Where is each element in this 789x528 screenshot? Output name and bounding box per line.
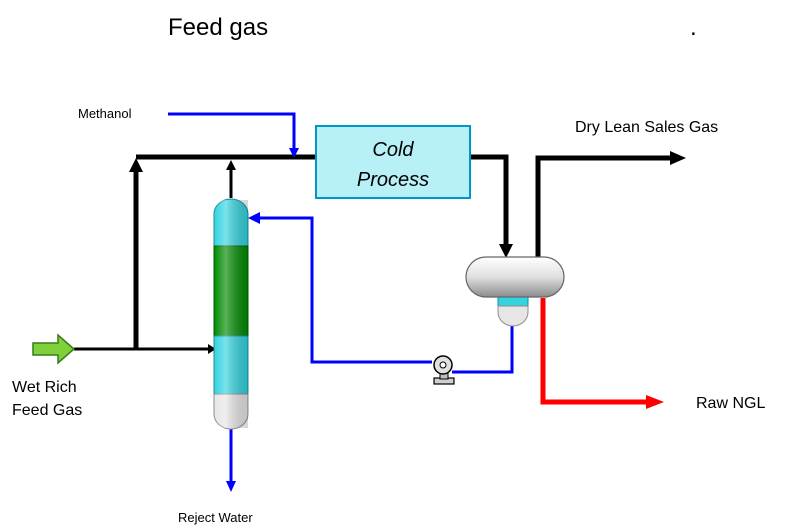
ngl-lines: [540, 298, 664, 409]
dehydration-column: [213, 198, 249, 430]
bypass-riser-arrowhead: [129, 158, 143, 172]
separator-inlet-arrowhead: [499, 244, 513, 258]
column-overhead-arrowhead: [226, 160, 236, 170]
column-inlet-arrowhead: [208, 344, 216, 354]
sales-gas-line: [535, 155, 672, 258]
caption-title: Feed gas: [168, 14, 269, 41]
three-phase-separator: [465, 256, 565, 327]
separator-drum: [465, 256, 565, 298]
cold-process-label-line2: Process: [357, 169, 429, 191]
column-shading: [214, 200, 248, 428]
reject-water-arrowhead: [226, 481, 236, 492]
cold-process-label-line1: Cold: [372, 139, 414, 161]
separator-boot-bottom: [497, 305, 529, 327]
methanol-lines: [168, 112, 514, 492]
methanol-injection-line: [168, 112, 296, 150]
pump-eye: [439, 361, 447, 369]
dry-lean-sales-gas-label: Dry Lean Sales Gas: [575, 119, 718, 136]
sales-gas-arrowhead: [670, 151, 686, 165]
methanol-label: Methanol: [78, 106, 132, 121]
figure-caption: Feed gas .: [0, 14, 789, 48]
feed-inlet-arrow: [32, 333, 76, 365]
cold-process-box: [315, 125, 471, 199]
raw-ngl-arrowhead: [646, 395, 664, 409]
raw-ngl-line: [540, 298, 648, 405]
wet-rich-feed-gas-label-line1: Wet Rich: [12, 379, 77, 396]
reject-water-label: Reject Water: [178, 510, 253, 525]
methanol-return-arrowhead: [248, 212, 260, 224]
gas-lines: [74, 151, 686, 354]
recycle-pump-icon: [433, 355, 455, 385]
caption-trailing-mark: .: [690, 14, 697, 41]
methanol-injection-arrowhead: [289, 148, 299, 158]
raw-ngl-label: Raw NGL: [696, 395, 765, 412]
wet-rich-feed-gas-label-line2: Feed Gas: [12, 402, 82, 419]
methanol-return-line: [258, 216, 432, 364]
cold-process-outlet-line: [470, 154, 509, 246]
methanol-recycle-line: [452, 326, 514, 374]
